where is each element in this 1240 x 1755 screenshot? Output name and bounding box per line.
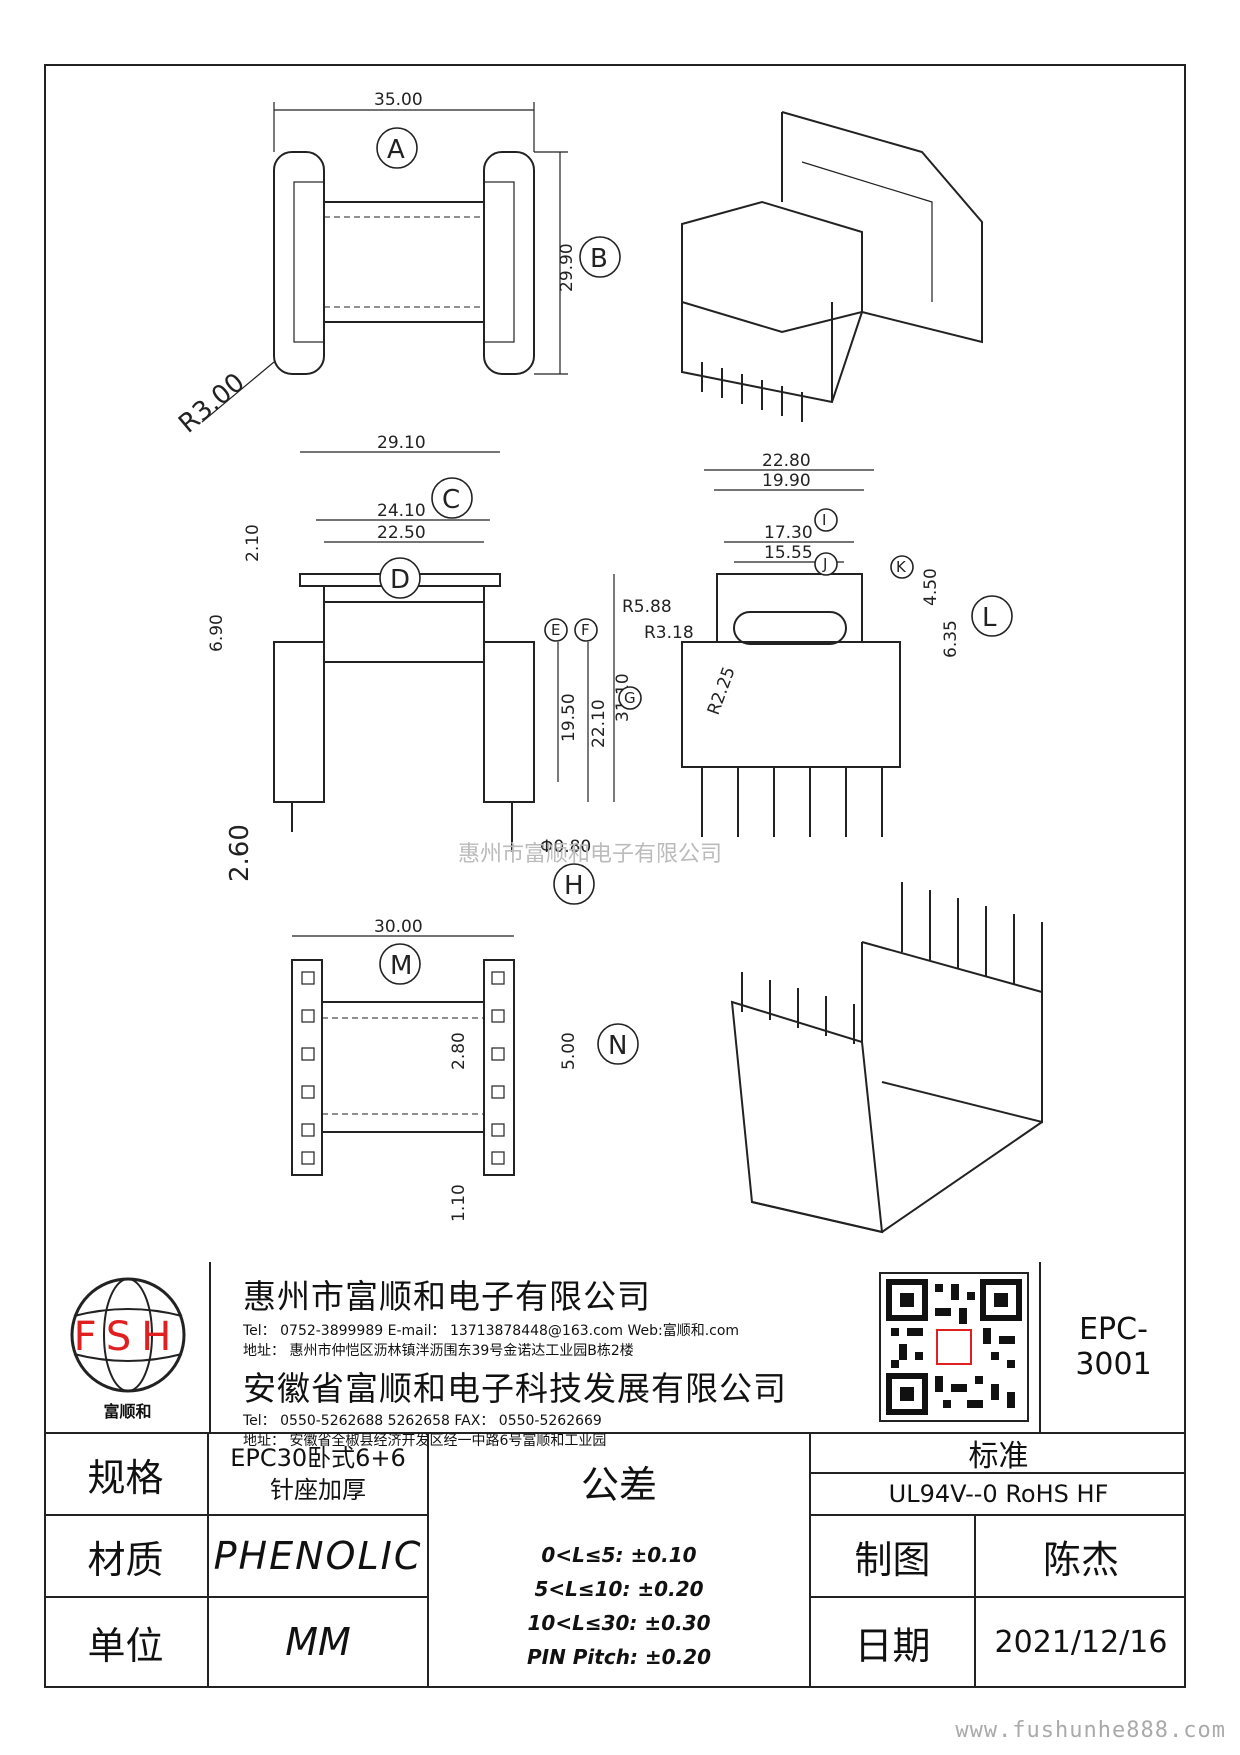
svg-text:30.00: 30.00 [374, 917, 423, 937]
svg-text:B: B [590, 244, 608, 274]
bottom-view: 30.00 2.80 5.00 1.10 M N [291, 917, 639, 1222]
svg-text:Φ0.80: Φ0.80 [540, 837, 591, 857]
company-name-anhui: 安徽省富顺和电子科技发展有限公司 [243, 1369, 787, 1408]
svg-text:L: L [982, 603, 997, 633]
material-value: PHENOLIC [209, 1516, 429, 1598]
drawing-sheet: 35.00 29.90 R3.00 A B 29.10 24.10 22.50 … [44, 64, 1186, 1688]
svg-text:19.50: 19.50 [559, 693, 579, 742]
unit-label: 单位 [44, 1598, 209, 1686]
svg-text:2.80: 2.80 [449, 1032, 469, 1070]
svg-text:N: N [608, 1031, 627, 1061]
tolerance-line-1: 0<L≤5: ±0.10 [541, 1543, 697, 1567]
company-huizhou-contact: Tel： 0752-3899989 E-mail： 13713878448@16… [243, 1323, 740, 1339]
company-info-cell: 惠州市富顺和电子有限公司 Tel： 0752-3899989 E-mail： 1… [209, 1262, 869, 1449]
svg-text:J: J [822, 555, 827, 573]
svg-text:F: F [581, 621, 590, 639]
company-anhui-address: 地址： 安徽省全椒县经济开发区经一中路6号富顺和工业园 [243, 1433, 607, 1449]
svg-text:R5.88: R5.88 [622, 597, 672, 617]
part-number: EPC-3001 [1039, 1262, 1186, 1434]
spec-value-line2: 针座加厚 [270, 1476, 366, 1504]
qr-code-icon [879, 1272, 1029, 1422]
svg-text:K: K [896, 558, 907, 576]
svg-text:R2.25: R2.25 [704, 664, 740, 718]
svg-text:15.55: 15.55 [764, 543, 813, 563]
svg-text:22.50: 22.50 [377, 523, 426, 543]
isometric-pins-bottom [741, 882, 1043, 1044]
front-view: 29.10 24.10 22.50 2.10 6.90 19.50 22.10 … [207, 433, 642, 905]
logo-cell: FSH 富顺和 [44, 1262, 211, 1434]
isometric-view-top [681, 111, 983, 422]
tolerance-values: 0<L≤5: ±0.10 5<L≤10: ±0.20 10<L≤30: ±0.3… [429, 1524, 809, 1688]
svg-text:6.35: 6.35 [941, 620, 961, 658]
unit-value: MM [209, 1598, 429, 1686]
tolerance-line-2: 5<L≤10: ±0.20 [534, 1577, 704, 1601]
tolerance-line-3: 10<L≤30: ±0.30 [527, 1611, 711, 1635]
svg-text:2.10: 2.10 [243, 524, 263, 562]
company-anhui-contact: Tel： 0550-5262688 5262658 FAX： 0550-5262… [243, 1413, 602, 1429]
company-name-huizhou: 惠州市富顺和电子有限公司 [243, 1277, 651, 1316]
standard-label: 标准 [809, 1434, 1186, 1474]
svg-text:G: G [624, 689, 636, 707]
svg-text:E: E [551, 621, 560, 639]
watermark-text: 惠州市富顺和电子有限公司 [458, 842, 723, 867]
top-view: 35.00 29.90 R3.00 A B [173, 90, 621, 440]
qr-code-cell [869, 1262, 1039, 1434]
drawn-by-label: 制图 [809, 1516, 976, 1598]
footer-website: www.fushunhe888.com [955, 1718, 1226, 1743]
tolerance-line-4: PIN Pitch: ±0.20 [526, 1645, 712, 1669]
logo-caption: 富顺和 [103, 1402, 152, 1421]
tolerance-column-divider [427, 1434, 429, 1688]
svg-text:I: I [822, 511, 826, 529]
svg-text:H: H [564, 871, 584, 901]
svg-text:D: D [390, 565, 410, 595]
svg-text:C: C [442, 485, 460, 515]
svg-text:6.90: 6.90 [207, 614, 227, 652]
side-view-pins [701, 767, 883, 837]
logo-text: FSH [73, 1314, 182, 1360]
svg-text:4.50: 4.50 [921, 568, 941, 606]
svg-text:17.30: 17.30 [764, 523, 813, 543]
svg-text:35.00: 35.00 [374, 90, 423, 110]
svg-text:A: A [387, 135, 405, 165]
isometric-view-bottom [730, 882, 1043, 1234]
svg-text:R3.18: R3.18 [644, 623, 694, 643]
svg-text:24.10: 24.10 [377, 501, 426, 521]
svg-text:5.00: 5.00 [559, 1032, 579, 1070]
date-label: 日期 [809, 1598, 976, 1686]
svg-text:22.10: 22.10 [589, 699, 609, 748]
spec-value-line1: EPC30卧式6+6 [230, 1444, 406, 1472]
side-view: 22.80 19.90 17.30 15.55 R5.88 R3.18 R2.2… [622, 451, 1013, 837]
svg-text:22.80: 22.80 [762, 451, 811, 471]
tolerance-label: 公差 [580, 1463, 657, 1507]
svg-text:R3.00: R3.00 [173, 368, 250, 440]
isometric-pins-top [701, 362, 803, 422]
svg-text:2.60: 2.60 [225, 824, 255, 882]
material-label: 材质 [44, 1516, 209, 1598]
standard-value: UL94V--0 RoHS HF [809, 1474, 1186, 1516]
date-value: 2021/12/16 [994, 1624, 1168, 1660]
drawn-by-value: 陈杰 [976, 1516, 1186, 1598]
svg-text:M: M [390, 951, 412, 981]
fsh-logo-icon [70, 1277, 185, 1393]
svg-text:1.10: 1.10 [449, 1184, 469, 1222]
company-huizhou-address: 地址： 惠州市仲恺区沥林镇泮沥围东39号金诺达工业园B栋2楼 [243, 1343, 634, 1359]
svg-text:29.10: 29.10 [377, 433, 426, 453]
svg-text:29.90: 29.90 [557, 243, 577, 292]
bottom-view-pads [301, 971, 505, 1165]
technical-drawing: 35.00 29.90 R3.00 A B 29.10 24.10 22.50 … [173, 90, 1043, 1234]
svg-text:19.90: 19.90 [762, 471, 811, 491]
spec-label: 规格 [44, 1434, 209, 1516]
spec-value: EPC30卧式6+6 针座加厚 [209, 1434, 429, 1516]
title-block: FSH 富顺和 惠州市富顺和电子有限公司 Tel： 0752-3899989 E… [44, 1262, 1186, 1688]
